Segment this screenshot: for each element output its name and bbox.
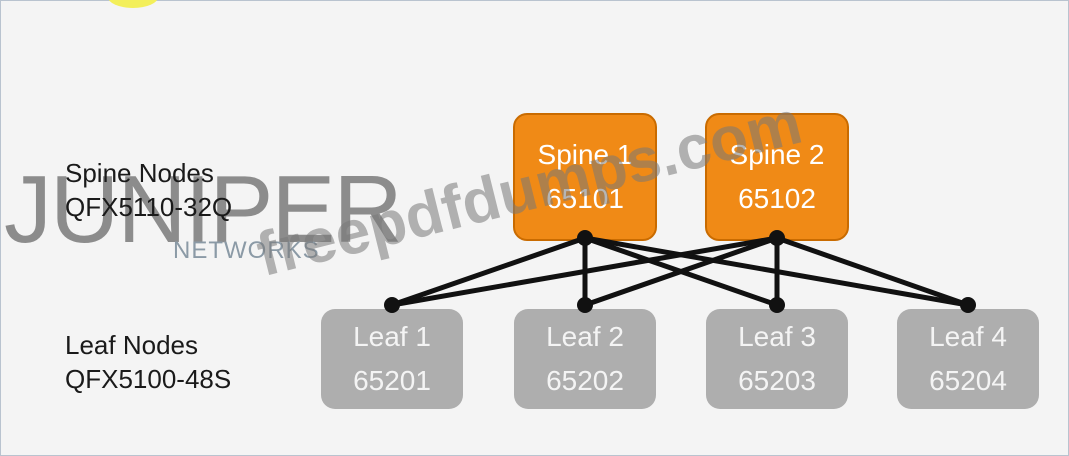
spine-node-2: Spine 2 65102 [705,113,849,241]
juniper-logo-networks: NETWORKS [173,237,320,264]
port-dot-spine2 [769,230,785,246]
link-spine2-leaf4 [776,235,969,308]
leaf-node-4: Leaf 4 65204 [897,309,1039,409]
port-dot-spine1 [577,230,593,246]
leaf-node-name: Leaf 2 [546,321,624,352]
spine-node-asn: 65102 [738,183,816,214]
leaf-model: QFX5100-48S [65,364,232,394]
spine-row-label: Spine Nodes QFX5110-32Q [65,156,232,224]
spine-model: QFX5110-32Q [65,192,233,222]
spine-node-name: Spine 1 [537,139,633,170]
leaf-node-name: Leaf 4 [929,321,1007,352]
leaf-node-asn: 65204 [929,365,1007,396]
highlight-blob [108,0,158,8]
leaf-node-name: Leaf 3 [738,321,816,352]
leaf-node-asn: 65203 [738,365,816,396]
leaf-node-3: Leaf 3 65203 [706,309,848,409]
leaf-node-name: Leaf 1 [353,321,431,352]
juniper-logo: JUNIPER [4,156,403,263]
leaf-node-2: Leaf 2 65202 [514,309,656,409]
spine-node-asn: 65101 [546,183,624,214]
leaf-node-1: Leaf 1 65201 [321,309,463,409]
leaf-row-label: Leaf Nodes QFX5100-48S [65,328,231,396]
spine-title: Spine Nodes [65,158,214,188]
leaf-node-asn: 65201 [353,365,431,396]
leaf-node-asn: 65202 [546,365,624,396]
port-dot-leaf2 [577,297,593,313]
port-dot-leaf1 [384,297,400,313]
port-dot-leaf4 [960,297,976,313]
leaf-title: Leaf Nodes [65,330,198,360]
link-spine2-leaf1 [391,235,778,308]
link-spine1-leaf1 [391,235,586,308]
spine-node-1: Spine 1 65101 [513,113,657,241]
link-spine2-leaf2 [584,235,778,308]
spine-node-name: Spine 2 [729,139,825,170]
port-dot-leaf3 [769,297,785,313]
